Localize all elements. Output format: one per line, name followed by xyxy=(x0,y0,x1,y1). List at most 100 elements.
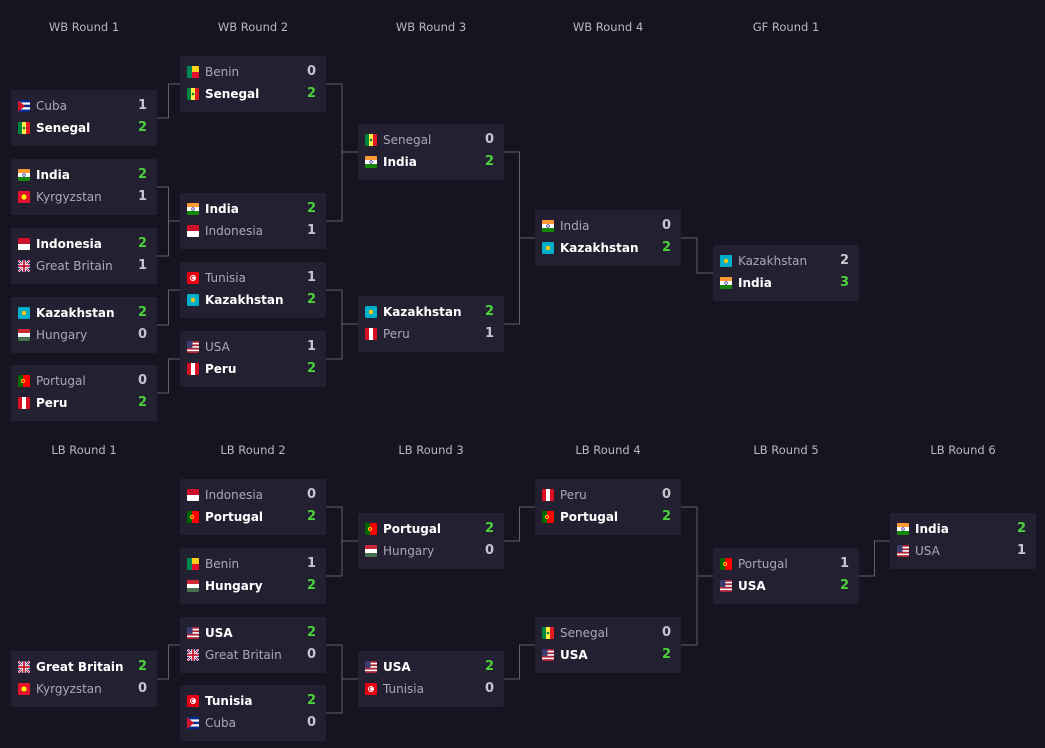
team-name: USA xyxy=(205,626,233,640)
team-name: Tunisia xyxy=(383,682,424,696)
india-flag-icon xyxy=(18,169,30,181)
usa-flag-icon xyxy=(187,341,199,353)
team-name: Portugal xyxy=(738,557,788,571)
team-score: 0 xyxy=(661,487,671,502)
team-name: Portugal xyxy=(560,510,619,524)
wb-connector-5 xyxy=(157,358,180,394)
team-score: 2 xyxy=(137,120,147,135)
team-name: Senegal xyxy=(36,121,91,135)
wb-round-4-heading: WB Round 4 xyxy=(572,20,644,34)
kyrgyzstan-flag-icon xyxy=(18,191,30,203)
team-name: India xyxy=(738,276,772,290)
lb-round-3-heading: LB Round 3 xyxy=(398,443,464,457)
wb-connector-3 xyxy=(157,220,180,257)
team-row-senegal[interactable]: Senegal 2 xyxy=(11,117,157,139)
team-name: Kazakhstan xyxy=(738,254,808,268)
lb-round-4-heading: LB Round 4 xyxy=(575,443,641,457)
peru-flag-icon xyxy=(18,397,30,409)
kazakhstan-flag-icon xyxy=(542,242,554,254)
senegal-flag-icon xyxy=(187,88,199,100)
wb-connector-2 xyxy=(157,186,180,222)
team-score: 2 xyxy=(839,578,849,593)
team-score: 0 xyxy=(306,487,316,502)
team-score: 0 xyxy=(661,625,671,640)
benin-flag-icon xyxy=(187,558,199,570)
team-name: USA xyxy=(205,340,230,354)
team-name: Cuba xyxy=(205,716,236,730)
